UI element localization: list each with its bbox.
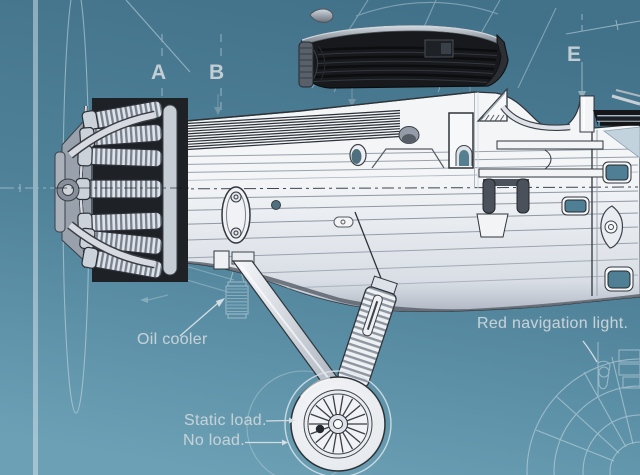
windscreen-bracket: [476, 87, 508, 122]
radial-engine: [54, 98, 190, 282]
wheel: [284, 370, 392, 475]
thrust-centerline: [0, 184, 60, 192]
step-rails: [478, 140, 604, 214]
shock-spring: [337, 275, 398, 388]
section-letter-b: B: [209, 61, 225, 84]
window-middle: [561, 196, 590, 216]
air-scoop: [349, 143, 367, 167]
valve-stem: [315, 424, 325, 434]
cowling-end-cap: [298, 41, 314, 88]
section-letter-e: E: [567, 43, 582, 66]
window-lower-right: [604, 266, 634, 292]
drain-hole: [271, 200, 281, 210]
grab-rail-tube: [500, 104, 571, 131]
fuselage-details: [221, 87, 640, 292]
access-panel-oval: [221, 186, 251, 244]
section-letter-a: A: [151, 61, 167, 84]
label-oil-cooler: Oil cooler: [137, 331, 208, 348]
fairing-outline: [371, 148, 445, 169]
gear-attach-box: [213, 250, 230, 270]
oil-cooler-leader: [179, 298, 225, 337]
prop-front-view-blueprint: [526, 342, 640, 475]
window-upper-right: [602, 161, 632, 184]
cabane-strut: [579, 95, 595, 133]
red-nav-light-leader: [582, 340, 598, 363]
cowling-louvers: [311, 45, 498, 83]
intake-tubes: [67, 110, 156, 269]
label-red-navigation-light: Red navigation light.: [477, 315, 629, 332]
teardrop-fitting: [600, 205, 624, 249]
aircraft-render: [54, 8, 640, 475]
leader-lines: [179, 298, 598, 446]
static-load-leader: [265, 417, 295, 424]
gun-trough-plates: [593, 110, 640, 126]
belly-hatch: [476, 213, 509, 238]
wing-root-fairing: [602, 126, 640, 159]
label-static-load: Static load.: [184, 412, 267, 429]
pill-vent: [333, 216, 354, 228]
no-load-leader: [245, 439, 288, 446]
corrugation-lines: [186, 109, 401, 151]
hatch-frame: [448, 112, 474, 169]
cowling-latch: [424, 39, 454, 58]
cowling-panel: [298, 8, 509, 89]
label-no-load: No load.: [183, 432, 245, 449]
landing-gear: [213, 250, 398, 475]
oil-cooler-blueprint: [225, 271, 249, 319]
wheel-spokes: [309, 395, 367, 453]
exhaust-collector: [162, 104, 178, 276]
strut-stub-top-right: [611, 89, 640, 106]
no-load-outline: [284, 370, 392, 475]
top-edge-line: [185, 91, 476, 122]
round-vent: [398, 126, 420, 144]
cowling-right-cap: [482, 33, 509, 87]
cowl-fastener-knob: [309, 8, 334, 23]
prop-hub: [56, 178, 80, 202]
